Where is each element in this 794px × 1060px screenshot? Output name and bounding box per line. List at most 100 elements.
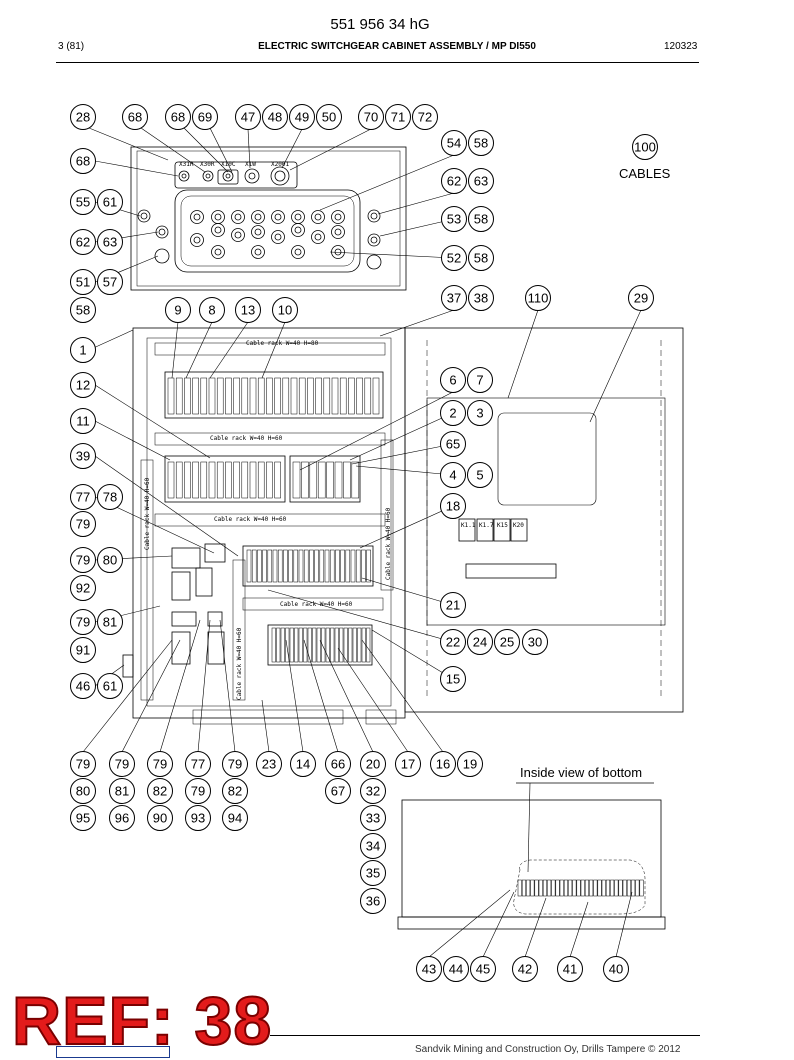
- leader-line: [361, 577, 454, 606]
- callout-94: 94: [222, 805, 248, 831]
- leader-line: [281, 128, 303, 169]
- inside-view-label: Inside view of bottom: [520, 765, 643, 780]
- cable-gland: [291, 245, 305, 259]
- din-module: [340, 549, 345, 583]
- callout-49: 49: [289, 104, 315, 130]
- callout-47: 47: [235, 104, 261, 130]
- leader-line: [183, 127, 229, 173]
- din-module: [262, 549, 267, 583]
- din-module: [350, 549, 356, 583]
- connector-label: X2001: [271, 161, 289, 168]
- leader-line: [377, 192, 455, 215]
- din-module: [356, 377, 363, 415]
- svg-text:68: 68: [76, 154, 90, 169]
- cable-gland: [211, 223, 225, 237]
- terminal: [563, 879, 568, 897]
- terminal: [631, 879, 636, 897]
- page-number: 3 (81): [58, 41, 85, 52]
- callout-79: 79: [70, 511, 96, 537]
- document-code: 551 956 34 hG: [330, 16, 430, 33]
- svg-text:29: 29: [634, 291, 648, 306]
- svg-text:96: 96: [115, 811, 129, 826]
- svg-text:100: 100: [634, 140, 656, 155]
- terminal: [551, 879, 556, 897]
- svg-text:38: 38: [474, 291, 488, 306]
- callout-50: 50: [316, 104, 342, 130]
- callout-25: 25: [494, 629, 520, 655]
- svg-text:46: 46: [76, 679, 90, 694]
- din-module: [323, 377, 331, 415]
- callout-62: 62: [441, 168, 467, 194]
- callout-4: 4: [440, 462, 466, 488]
- svg-text:3: 3: [476, 406, 483, 421]
- callout-13: 13: [235, 297, 261, 323]
- svg-text:62: 62: [76, 235, 90, 250]
- terminal: [605, 879, 610, 897]
- callout-100: 100: [632, 134, 658, 160]
- connector-label: X1W: [245, 161, 256, 168]
- callout-42: 42: [512, 956, 538, 982]
- callout-71: 71: [385, 104, 411, 130]
- svg-text:19: 19: [463, 757, 477, 772]
- callout-79: 79: [109, 751, 135, 777]
- callout-80: 80: [97, 547, 123, 573]
- leader-line: [482, 891, 515, 958]
- svg-text:78: 78: [103, 490, 117, 505]
- svg-text:82: 82: [153, 784, 167, 799]
- svg-text:7: 7: [476, 373, 483, 388]
- cable-gland: [291, 223, 305, 237]
- svg-text:40: 40: [609, 962, 623, 977]
- din-module: [175, 461, 183, 499]
- din-module: [272, 549, 278, 583]
- cable-gland: [311, 210, 325, 224]
- leader-line: [285, 639, 304, 753]
- din-module: [283, 549, 288, 583]
- callout-61: 61: [97, 189, 123, 215]
- din-module: [249, 461, 257, 499]
- callout-35: 35: [360, 860, 386, 886]
- svg-text:79: 79: [76, 757, 90, 772]
- svg-text:53: 53: [447, 212, 461, 227]
- svg-text:23: 23: [262, 757, 276, 772]
- svg-text:72: 72: [418, 110, 432, 125]
- svg-text:12: 12: [76, 378, 90, 393]
- din-module: [345, 549, 351, 583]
- svg-text:36: 36: [366, 894, 380, 909]
- svg-text:14: 14: [296, 757, 310, 772]
- svg-text:79: 79: [228, 757, 242, 772]
- bottom-view-outline: [401, 799, 662, 918]
- callout-77: 77: [70, 484, 96, 510]
- callout-15: 15: [440, 666, 466, 692]
- svg-text:33: 33: [366, 811, 380, 826]
- callout-23: 23: [256, 751, 282, 777]
- callout-95: 95: [70, 805, 96, 831]
- svg-text:44: 44: [449, 962, 463, 977]
- svg-text:55: 55: [76, 195, 90, 210]
- din-module: [343, 627, 348, 663]
- leader-line: [524, 897, 547, 958]
- leader-line: [82, 639, 173, 753]
- callout-62: 62: [70, 229, 96, 255]
- svg-text:79: 79: [76, 553, 90, 568]
- din-module: [331, 377, 339, 415]
- din-module: [167, 377, 175, 415]
- component-label: K1.7: [479, 522, 494, 529]
- din-module: [312, 627, 317, 663]
- svg-text:58: 58: [474, 251, 488, 266]
- terminal: [542, 879, 547, 897]
- callout-28: 28: [70, 104, 96, 130]
- callout-9: 9: [165, 297, 191, 323]
- callout-11: 11: [70, 408, 96, 434]
- svg-text:58: 58: [76, 303, 90, 318]
- din-module: [366, 627, 371, 663]
- callout-79: 79: [70, 609, 96, 635]
- svg-text:42: 42: [518, 962, 532, 977]
- callout-41: 41: [557, 956, 583, 982]
- din-module: [225, 377, 232, 415]
- svg-text:34: 34: [366, 839, 380, 854]
- cable-gland: [331, 210, 345, 224]
- terminal: [568, 879, 573, 897]
- svg-text:43: 43: [422, 962, 436, 977]
- svg-text:58: 58: [474, 136, 488, 151]
